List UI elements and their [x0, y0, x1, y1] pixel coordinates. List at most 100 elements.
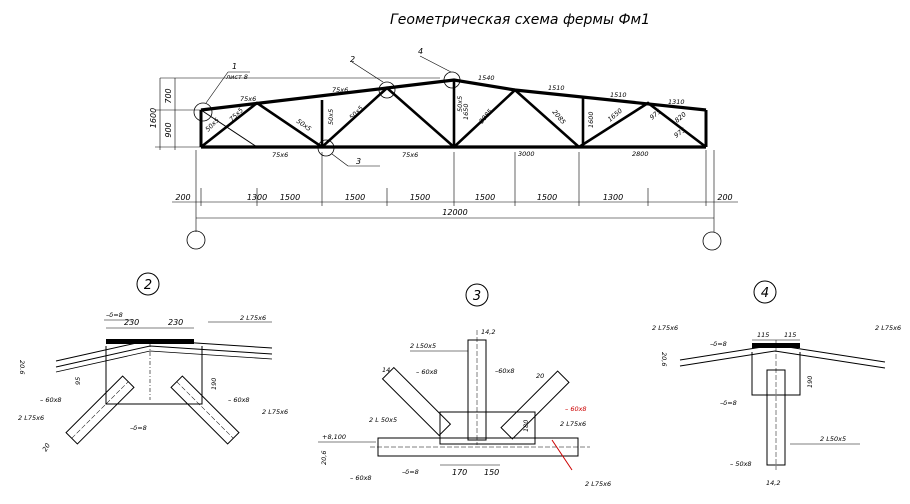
sheet-ref: лист 8 [225, 73, 248, 81]
node2-brace-left-label: 2 L75x6 [18, 414, 44, 422]
truss-geometry: 1600 700 900 1 лист 8 2 3 4 75x6 75x6 75… [149, 47, 738, 251]
node2-chord-label: 2 L75x6 [240, 314, 266, 322]
node4-mark: 4 [761, 286, 769, 301]
node3-dim-150: 150 [484, 468, 499, 477]
length-14: 2800 [632, 150, 649, 158]
node2-dim-230-a: 230 [124, 318, 139, 327]
height-bottom: 900 [164, 122, 173, 137]
span-4: 1500 [410, 193, 430, 202]
length-3: 1510 [610, 91, 627, 99]
span-ticks [195, 150, 715, 222]
node3-detail: 3 14,2 2 L50x5 –60x8 – 60x8 2 L 50x5 2 L… [318, 283, 611, 488]
top-chord-section: 75x6 [240, 95, 256, 103]
node2-plate-top [106, 339, 194, 344]
leader-1 [205, 71, 229, 104]
span-1: 1300 [247, 193, 267, 202]
leader-4 [419, 55, 452, 73]
node2-brace-right [170, 375, 240, 445]
node4-detail: 4 2 L75x6 2 L75x6 –δ=8 115 115 190 20,6 … [652, 280, 901, 487]
node3-brace-left-label: 2 L 50x5 [369, 416, 397, 424]
node4-plate-inner: –δ=8 [720, 399, 737, 407]
axis-bubble-left [186, 230, 206, 250]
node2-mark-circle [136, 272, 160, 296]
node2-gap: 20 [41, 442, 52, 453]
span-total: 12000 [442, 208, 467, 217]
web-section-5: 50x5 [348, 104, 365, 121]
web-section-4: 50x5 [327, 109, 335, 125]
node3-strip-top: –60x8 [495, 367, 515, 375]
height-total: 1600 [149, 108, 158, 128]
node4-callout [443, 71, 461, 89]
node3-brace-right-label: 2 L75x6 [560, 420, 586, 428]
node4-strip: – 50x8 [730, 460, 752, 468]
node3-gusset [439, 411, 536, 445]
length-4: 1310 [668, 98, 685, 106]
length-5: 1650 [462, 103, 470, 120]
node2-elev: 20.6 [18, 360, 26, 374]
node3-gap-top: 14,2 [481, 328, 495, 336]
node3-chord-label: 2 L75x6 [585, 480, 611, 488]
node3-red-line [551, 439, 573, 471]
node3-callout [317, 139, 335, 157]
node3-mark-circle [465, 283, 489, 307]
node2-chord-flange [55, 350, 273, 373]
node4-dim-190: 190 [806, 376, 814, 388]
node4-vertical-label: 2 L50x5 [820, 435, 846, 443]
mark-1: 1 [232, 62, 237, 71]
node2-dim-190: 190 [210, 378, 218, 390]
node4-gusset [751, 352, 801, 396]
length-10: 975 [648, 107, 663, 121]
height-top: 700 [164, 88, 173, 103]
leader-2 [351, 61, 384, 83]
span-5: 1500 [475, 193, 495, 202]
node3-vertical-label: 2 L50x5 [410, 342, 436, 350]
node3-gap-right: 20 [536, 372, 544, 380]
node2-detail: 2 230 230 –δ=8 95 190 20.6 2 L75x6 – 60x… [18, 272, 288, 453]
node4-mark-circle [753, 280, 777, 304]
node2-strip-left: – 60x8 [40, 396, 62, 404]
mark-3: 3 [356, 157, 361, 166]
node3-elev-side: 20,6 [320, 451, 328, 465]
length-2: 1510 [548, 84, 565, 92]
node2-brace-left [65, 375, 135, 445]
node4-dim-115-a: 115 [757, 331, 769, 339]
node2-callout [378, 81, 396, 99]
node2-dim-95: 95 [74, 377, 82, 385]
length-8: 1600 [587, 111, 595, 128]
node3-strip-bottom: – 60x8 [350, 474, 372, 482]
span-7: 1300 [603, 193, 623, 202]
node2-gusset [105, 346, 203, 405]
span-8: 200 [717, 193, 732, 202]
drawing-title: Геометрическая схема фермы Фм1 [390, 12, 650, 28]
node3-strip-left: – 60x8 [416, 368, 438, 376]
axis-bubble-right [702, 231, 722, 251]
node4-chord-left-label: 2 L75x6 [652, 324, 678, 332]
length-13: 3000 [518, 150, 535, 158]
node2-plate-inner: –δ=8 [130, 424, 147, 432]
bottom-chord-section-2: 75x6 [402, 151, 418, 159]
node2-brace-right-label: 2 L75x6 [262, 408, 288, 416]
length-1: 1540 [478, 74, 495, 82]
web-section-6: 50x5 [456, 96, 464, 112]
node3-plate: –δ=8 [402, 468, 419, 476]
node4-elev: 20,6 [660, 352, 668, 366]
node4-plate-label: –δ=8 [710, 340, 727, 348]
node2-plate-label: –δ=8 [106, 311, 123, 319]
length-11: 820 [673, 110, 688, 124]
node2-mark: 2 [144, 278, 152, 293]
node3-mark: 3 [473, 289, 481, 304]
length-12: 975 [673, 126, 688, 140]
span-2: 1500 [280, 193, 300, 202]
web-secondary [200, 109, 258, 148]
node4-chord-right-label: 2 L75x6 [875, 324, 901, 332]
node4-gap: 14,2 [766, 479, 780, 487]
span-3: 1500 [345, 193, 365, 202]
node3-brace-left [381, 366, 452, 437]
node4-chord-lower [679, 350, 886, 369]
node3-gap-left: 14 [382, 366, 390, 374]
node4-plate-top [752, 343, 800, 348]
bottom-chord-section-1: 75x6 [272, 151, 288, 159]
node2-dim-230-b: 230 [168, 318, 183, 327]
node3-dim-170: 170 [452, 468, 467, 477]
